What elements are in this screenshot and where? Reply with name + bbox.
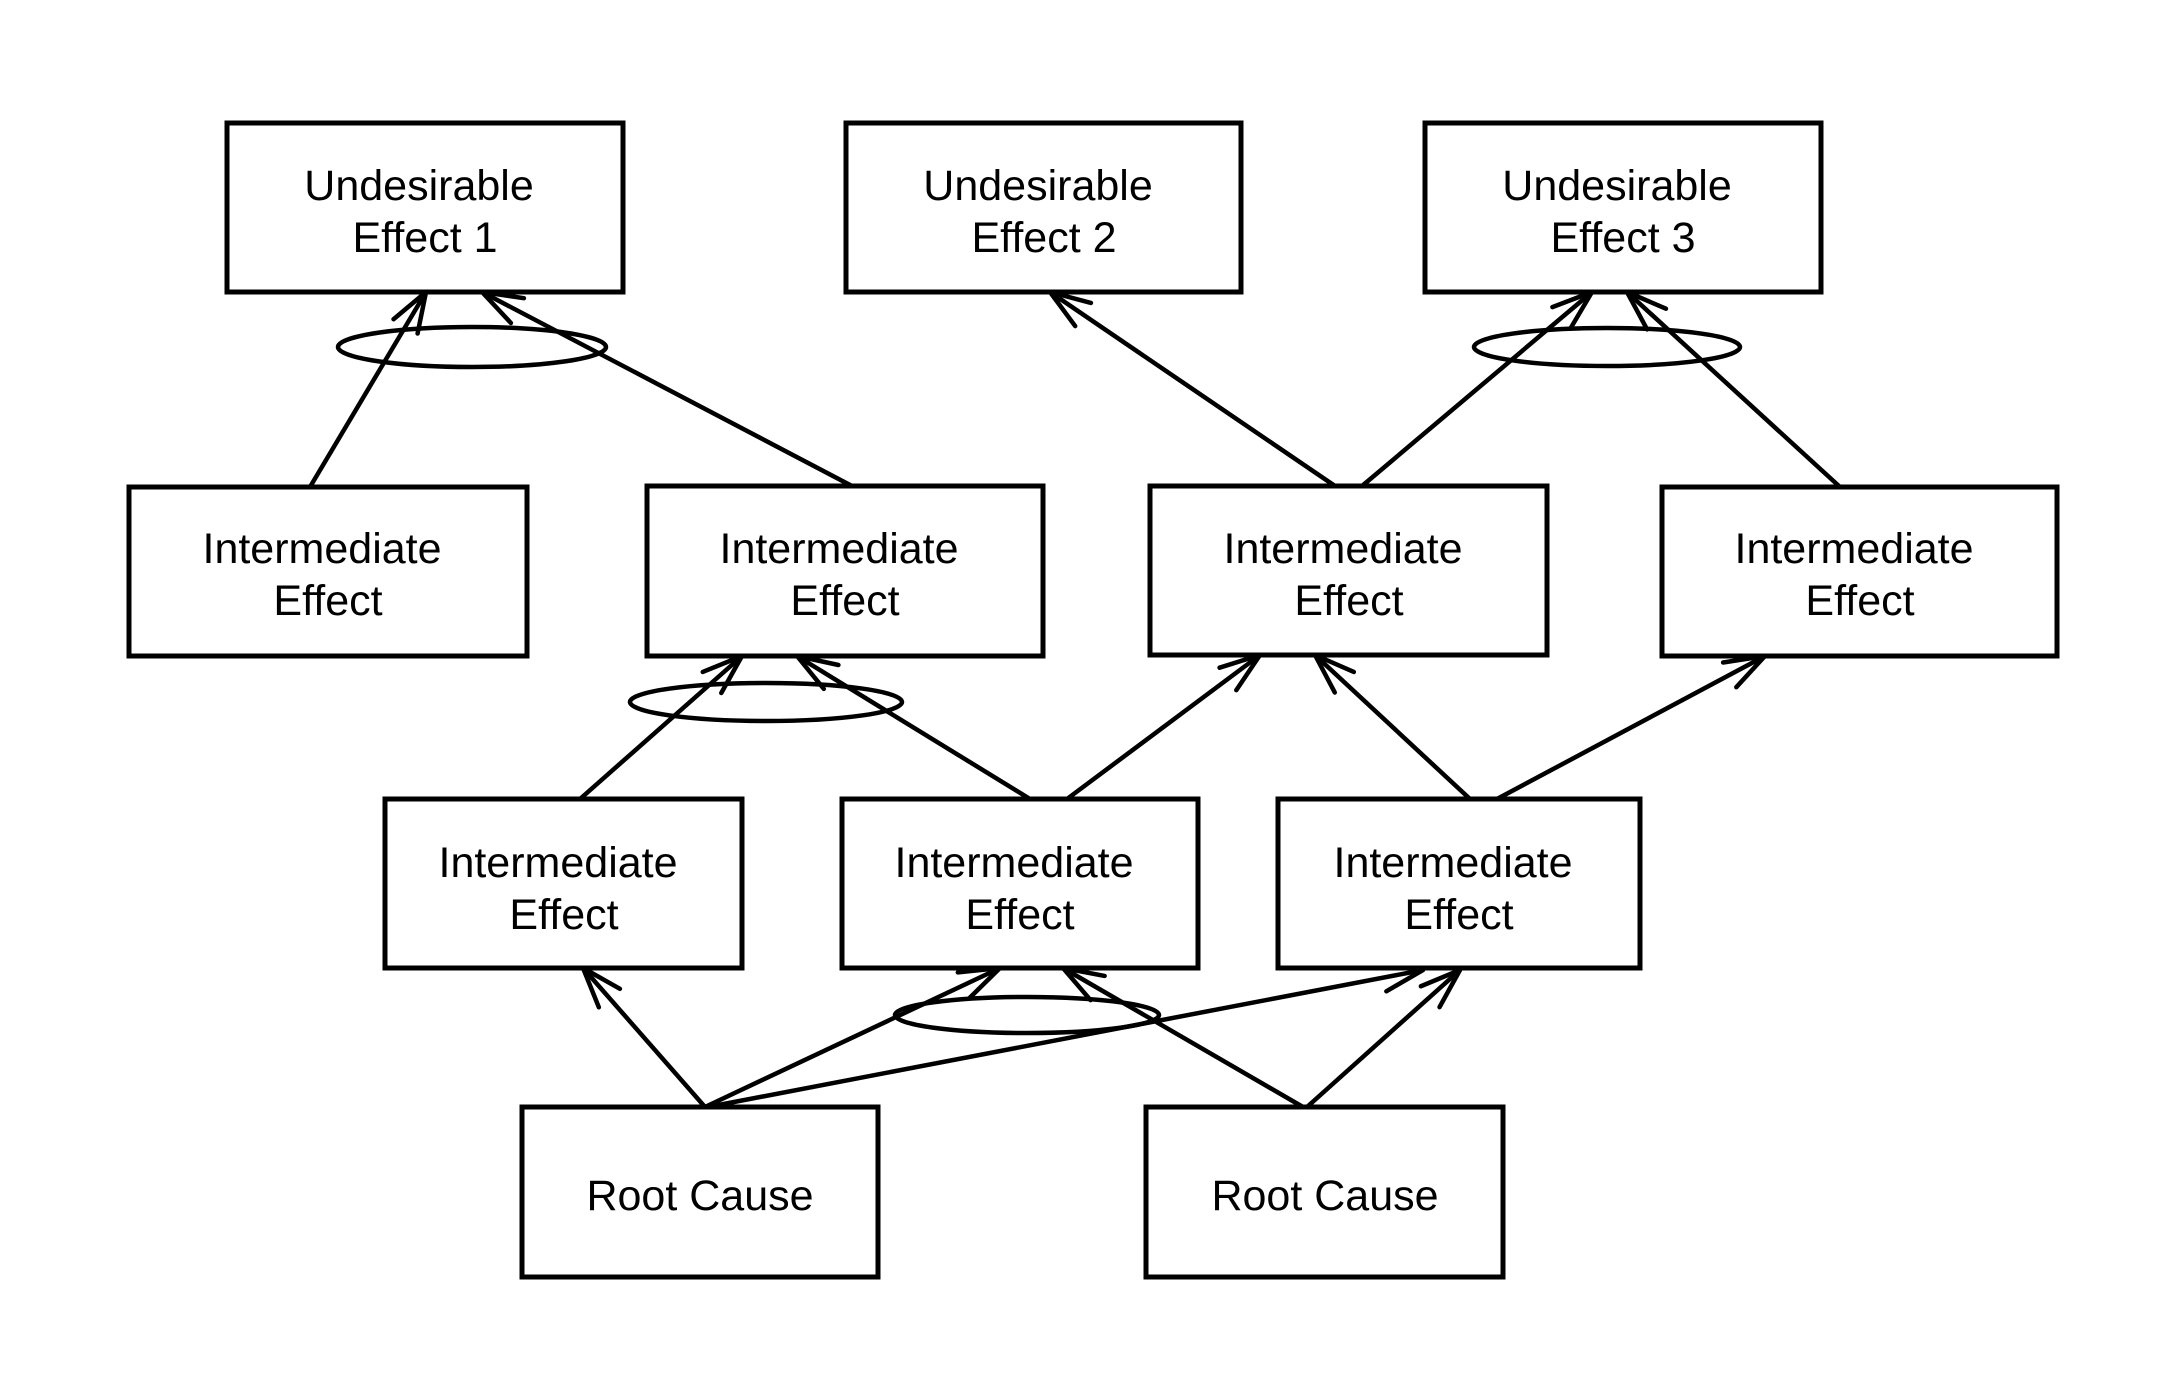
node-label-ie3: Intermediate Effect [1224,525,1475,625]
node-undesirable-effect-3: Undesirable Effect 3 [1422,120,1824,295]
node-label-ie2: Intermediate Effect [720,525,971,625]
node-label-ie1-line1: Intermediate [203,525,442,573]
node-undesirable-effect-2: Undesirable Effect 2 [843,120,1244,295]
node-label-ue3-line1: Undesirable [1502,162,1731,210]
and-connector-ellipse-ue3 [1471,325,1743,369]
arrow-rc1-to-ie6 [704,965,1003,1110]
node-label-rc1: Root Cause [586,1172,813,1220]
node-label-ie6: Intermediate Effect [895,839,1146,939]
node-box-rc1 [519,1104,881,1280]
arrow-rc2-to-ie7 [1305,967,1463,1109]
arrow-ie5-to-ie2 [578,653,745,801]
arrow-ie3-to-ue3 [1360,289,1595,488]
node-label-ue1-line2: Effect 1 [352,214,497,262]
arrow-ie2-to-ue1 [479,289,854,488]
arrow-rc1-to-ie5 [580,965,707,1109]
node-label-ie5-line1: Intermediate [439,839,678,887]
node-label-ie4: Intermediate Effect [1735,525,1986,625]
and-connector-ellipse-ie6 [892,994,1162,1036]
node-label-ue3: Undesirable Effect 3 [1502,162,1743,262]
node-label-ie4-line1: Intermediate [1735,525,1974,573]
node-label-ie5-line2: Effect [509,891,618,939]
node-label-ue2: Undesirable Effect 2 [923,162,1164,262]
arrow-ie6-to-ie2 [794,653,1032,801]
node-label-ue1-line1: Undesirable [304,162,533,210]
node-intermediate-effect-7: Intermediate Effect [1275,796,1643,971]
node-label-ie6-line2: Effect [965,891,1074,939]
node-label-ie5: Intermediate Effect [439,839,690,939]
node-label-ie1: Intermediate Effect [203,525,454,625]
node-box-ue1 [224,120,626,295]
arrow-ie7-to-ie4 [1495,653,1768,801]
node-box-ue3 [1422,120,1824,295]
and-connector-ellipse-ie2 [627,680,905,724]
node-root-cause-1: Root Cause [519,1104,881,1280]
node-box-ie5 [382,796,745,971]
node-box-ie2 [644,483,1046,659]
edge-layer [308,289,1842,1110]
node-box-ie3 [1147,483,1550,658]
node-label-rc1-line1: Root Cause [586,1172,813,1220]
node-label-ie2-line1: Intermediate [720,525,959,573]
node-box-rc2 [1143,1104,1506,1280]
node-box-ie6 [839,796,1201,971]
node-label-ie1-line2: Effect [273,577,382,625]
arrow-ie1-to-ue1 [308,289,429,489]
node-box-ie7 [1275,796,1643,971]
node-box-ie4 [1659,484,2060,659]
arrow-ie6-to-ie3 [1065,652,1263,801]
arrow-ie4-to-ue3 [1624,289,1842,489]
node-label-ie4-line2: Effect [1805,577,1914,625]
node-label-ue3-line2: Effect 3 [1550,214,1695,262]
node-label-rc2-line1: Root Cause [1211,1172,1438,1220]
and-connector-layer [335,324,1743,1036]
node-label-ue2-line1: Undesirable [923,162,1152,210]
node-intermediate-effect-5: Intermediate Effect [382,796,745,971]
arrow-ie3-to-ue2 [1047,289,1337,488]
node-label-rc2: Root Cause [1211,1172,1438,1220]
node-intermediate-effect-1: Intermediate Effect [126,484,530,659]
node-intermediate-effect-4: Intermediate Effect [1659,484,2060,659]
node-undesirable-effect-1: Undesirable Effect 1 [224,120,626,295]
node-label-ie2-line2: Effect [790,577,899,625]
node-label-ue2-line2: Effect 2 [971,214,1116,262]
node-box-ue2 [843,120,1244,295]
arrow-ie7-to-ie3 [1312,652,1472,801]
node-intermediate-effect-3: Intermediate Effect [1147,483,1550,658]
and-connector-ellipse-ue1 [335,324,609,370]
node-label-ie7-line1: Intermediate [1334,839,1573,887]
node-intermediate-effect-6: Intermediate Effect [839,796,1201,971]
node-label-ue1: Undesirable Effect 1 [304,162,545,262]
node-intermediate-effect-2: Intermediate Effect [644,483,1046,659]
node-label-ie7-line2: Effect [1404,891,1513,939]
arrow-rc2-to-ie6 [1060,965,1305,1109]
node-label-ie3-line1: Intermediate [1224,525,1463,573]
node-label-ie3-line2: Effect [1294,577,1403,625]
node-box-ie1 [126,484,530,659]
arrow-rc1-to-ie7 [707,961,1426,1110]
node-label-ie7: Intermediate Effect [1334,839,1585,939]
node-root-cause-2: Root Cause [1143,1104,1506,1280]
node-label-ie6-line1: Intermediate [895,839,1134,887]
